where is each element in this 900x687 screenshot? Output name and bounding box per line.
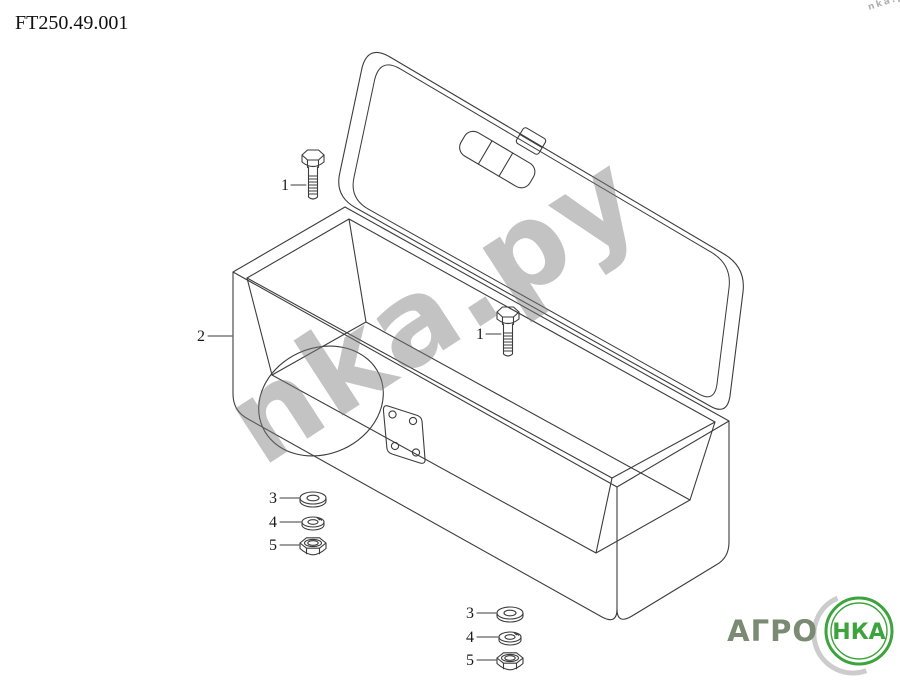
lid-hinge-tab [515, 127, 547, 155]
callout-lock-washer-left: 4 [269, 514, 277, 531]
nut-right [496, 652, 524, 671]
logo-ring-outer [824, 596, 894, 666]
callout-bolt-right: 1 [476, 326, 484, 343]
callout-bolt-left: 1 [281, 177, 289, 194]
watermark-corner-fragment: nka.py [867, 0, 900, 13]
logo-circle-text: НКА [832, 620, 885, 645]
lock-washer-right [498, 631, 522, 646]
callout-nut-left: 5 [269, 537, 277, 554]
lid-latch [459, 130, 536, 189]
bolt-left [301, 149, 325, 200]
plate-hole [411, 448, 421, 457]
mounting-plate [382, 405, 426, 464]
plate-hole [390, 441, 400, 451]
logo-ring-inner [830, 602, 888, 660]
linework [207, 51, 744, 671]
logo: НКА АГРО [727, 592, 895, 676]
box-front-face [232, 271, 618, 621]
callouts: 1 2 1 3 4 5 3 4 5 [197, 177, 484, 669]
drawing-number: FT250.49.001 [15, 12, 128, 34]
lid-outline [338, 51, 744, 410]
watermark-text: nka.py [202, 125, 663, 491]
logo-prefix-text: АГРО [727, 614, 818, 648]
box-interior-corner-edges [246, 218, 716, 554]
plate-hole [408, 416, 418, 426]
callout-lock-washer-right: 4 [466, 629, 474, 646]
callout-washer-left: 3 [269, 490, 277, 507]
front-wall-hole [258, 345, 384, 457]
washer-left [299, 491, 327, 508]
washer-right [496, 606, 524, 623]
logo-gray-arc [811, 592, 895, 676]
callout-washer-right: 3 [466, 605, 474, 622]
callout-box: 2 [197, 328, 205, 345]
callout-nut-right: 5 [466, 652, 474, 669]
nut-left [299, 537, 327, 556]
box-right-face [616, 420, 730, 620]
callout-leader-lines [207, 184, 502, 661]
lock-washer-left [301, 516, 325, 531]
plate-hole [388, 410, 397, 419]
